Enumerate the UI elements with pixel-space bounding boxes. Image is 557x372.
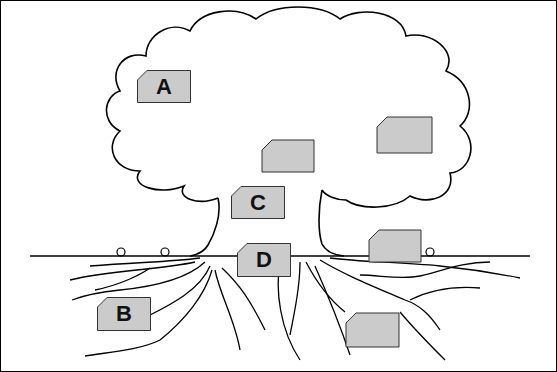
part-letter: A (156, 76, 172, 98)
tree-canopy (106, 7, 470, 207)
ground-knob (117, 248, 125, 256)
label-box: A (137, 70, 191, 103)
label-box-outline (98, 298, 151, 331)
roots (70, 258, 520, 360)
label-box: D (237, 243, 291, 277)
label-box-outline (232, 187, 285, 219)
label-box-outline (138, 71, 191, 103)
ground-knob (426, 248, 434, 256)
part-letter: B (116, 303, 132, 325)
label-box: C (231, 186, 285, 219)
part-letter: C (250, 192, 266, 214)
blank-label-box (262, 117, 432, 347)
label-box: B (97, 297, 151, 331)
label-box-outline (238, 244, 291, 277)
part-letter: D (256, 249, 272, 271)
ground-knob (161, 248, 169, 256)
